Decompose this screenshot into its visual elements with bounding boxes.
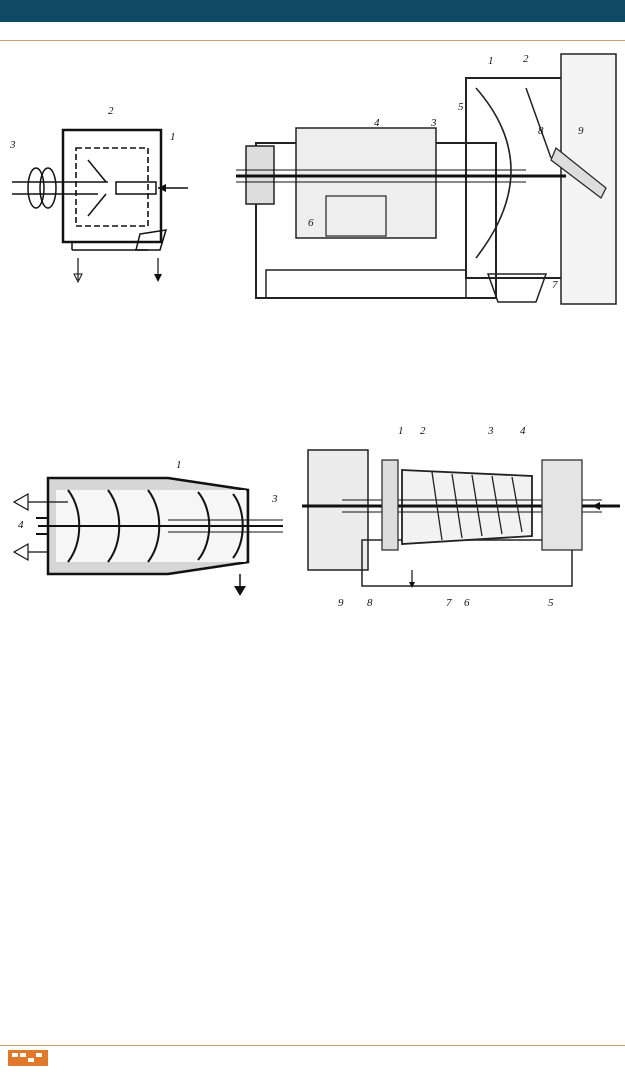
callout-2: 2 — [523, 53, 529, 65]
callout-4: 4 — [520, 425, 526, 437]
callout-6: 6 — [464, 597, 470, 609]
callout-5: 5 — [548, 597, 554, 609]
callout-3: 3 — [430, 117, 437, 129]
callout-1: 1 — [488, 55, 494, 67]
callout-1: 1 — [176, 459, 182, 471]
callout-3: 3 — [9, 139, 16, 151]
callout-9: 9 — [578, 125, 584, 137]
centrifuge-section-figure: 1 2 3 4 5 6 7 8 9 — [236, 53, 617, 305]
callout-7: 7 — [552, 279, 558, 291]
callout-8: 8 — [538, 125, 544, 137]
callout-7: 7 — [446, 597, 452, 609]
callout-9: 9 — [338, 597, 344, 609]
callout-5: 5 — [458, 101, 464, 113]
callout-4: 4 — [374, 117, 380, 129]
callout-3: 3 — [487, 425, 494, 437]
callout-1: 1 — [170, 131, 176, 143]
centrifuge-scheme-figure: 2 1 3 — [9, 105, 188, 284]
callout-6: 6 — [308, 217, 314, 229]
callout-8: 8 — [367, 597, 373, 609]
callout-2: 2 — [108, 105, 114, 117]
callout-1: 1 — [398, 425, 404, 437]
header-rule — [0, 40, 625, 41]
publisher-logo-icon — [8, 1050, 48, 1066]
callout-3: 3 — [271, 493, 278, 505]
callout-4: 4 — [18, 519, 24, 531]
decanter-scheme-figure: 1 3 4 — [12, 459, 283, 596]
footer-rule — [0, 1045, 625, 1046]
header-bar — [0, 0, 625, 22]
decanter-section-figure: 1 2 3 4 5 6 7 8 9 — [302, 425, 620, 609]
callout-2: 2 — [420, 425, 426, 437]
